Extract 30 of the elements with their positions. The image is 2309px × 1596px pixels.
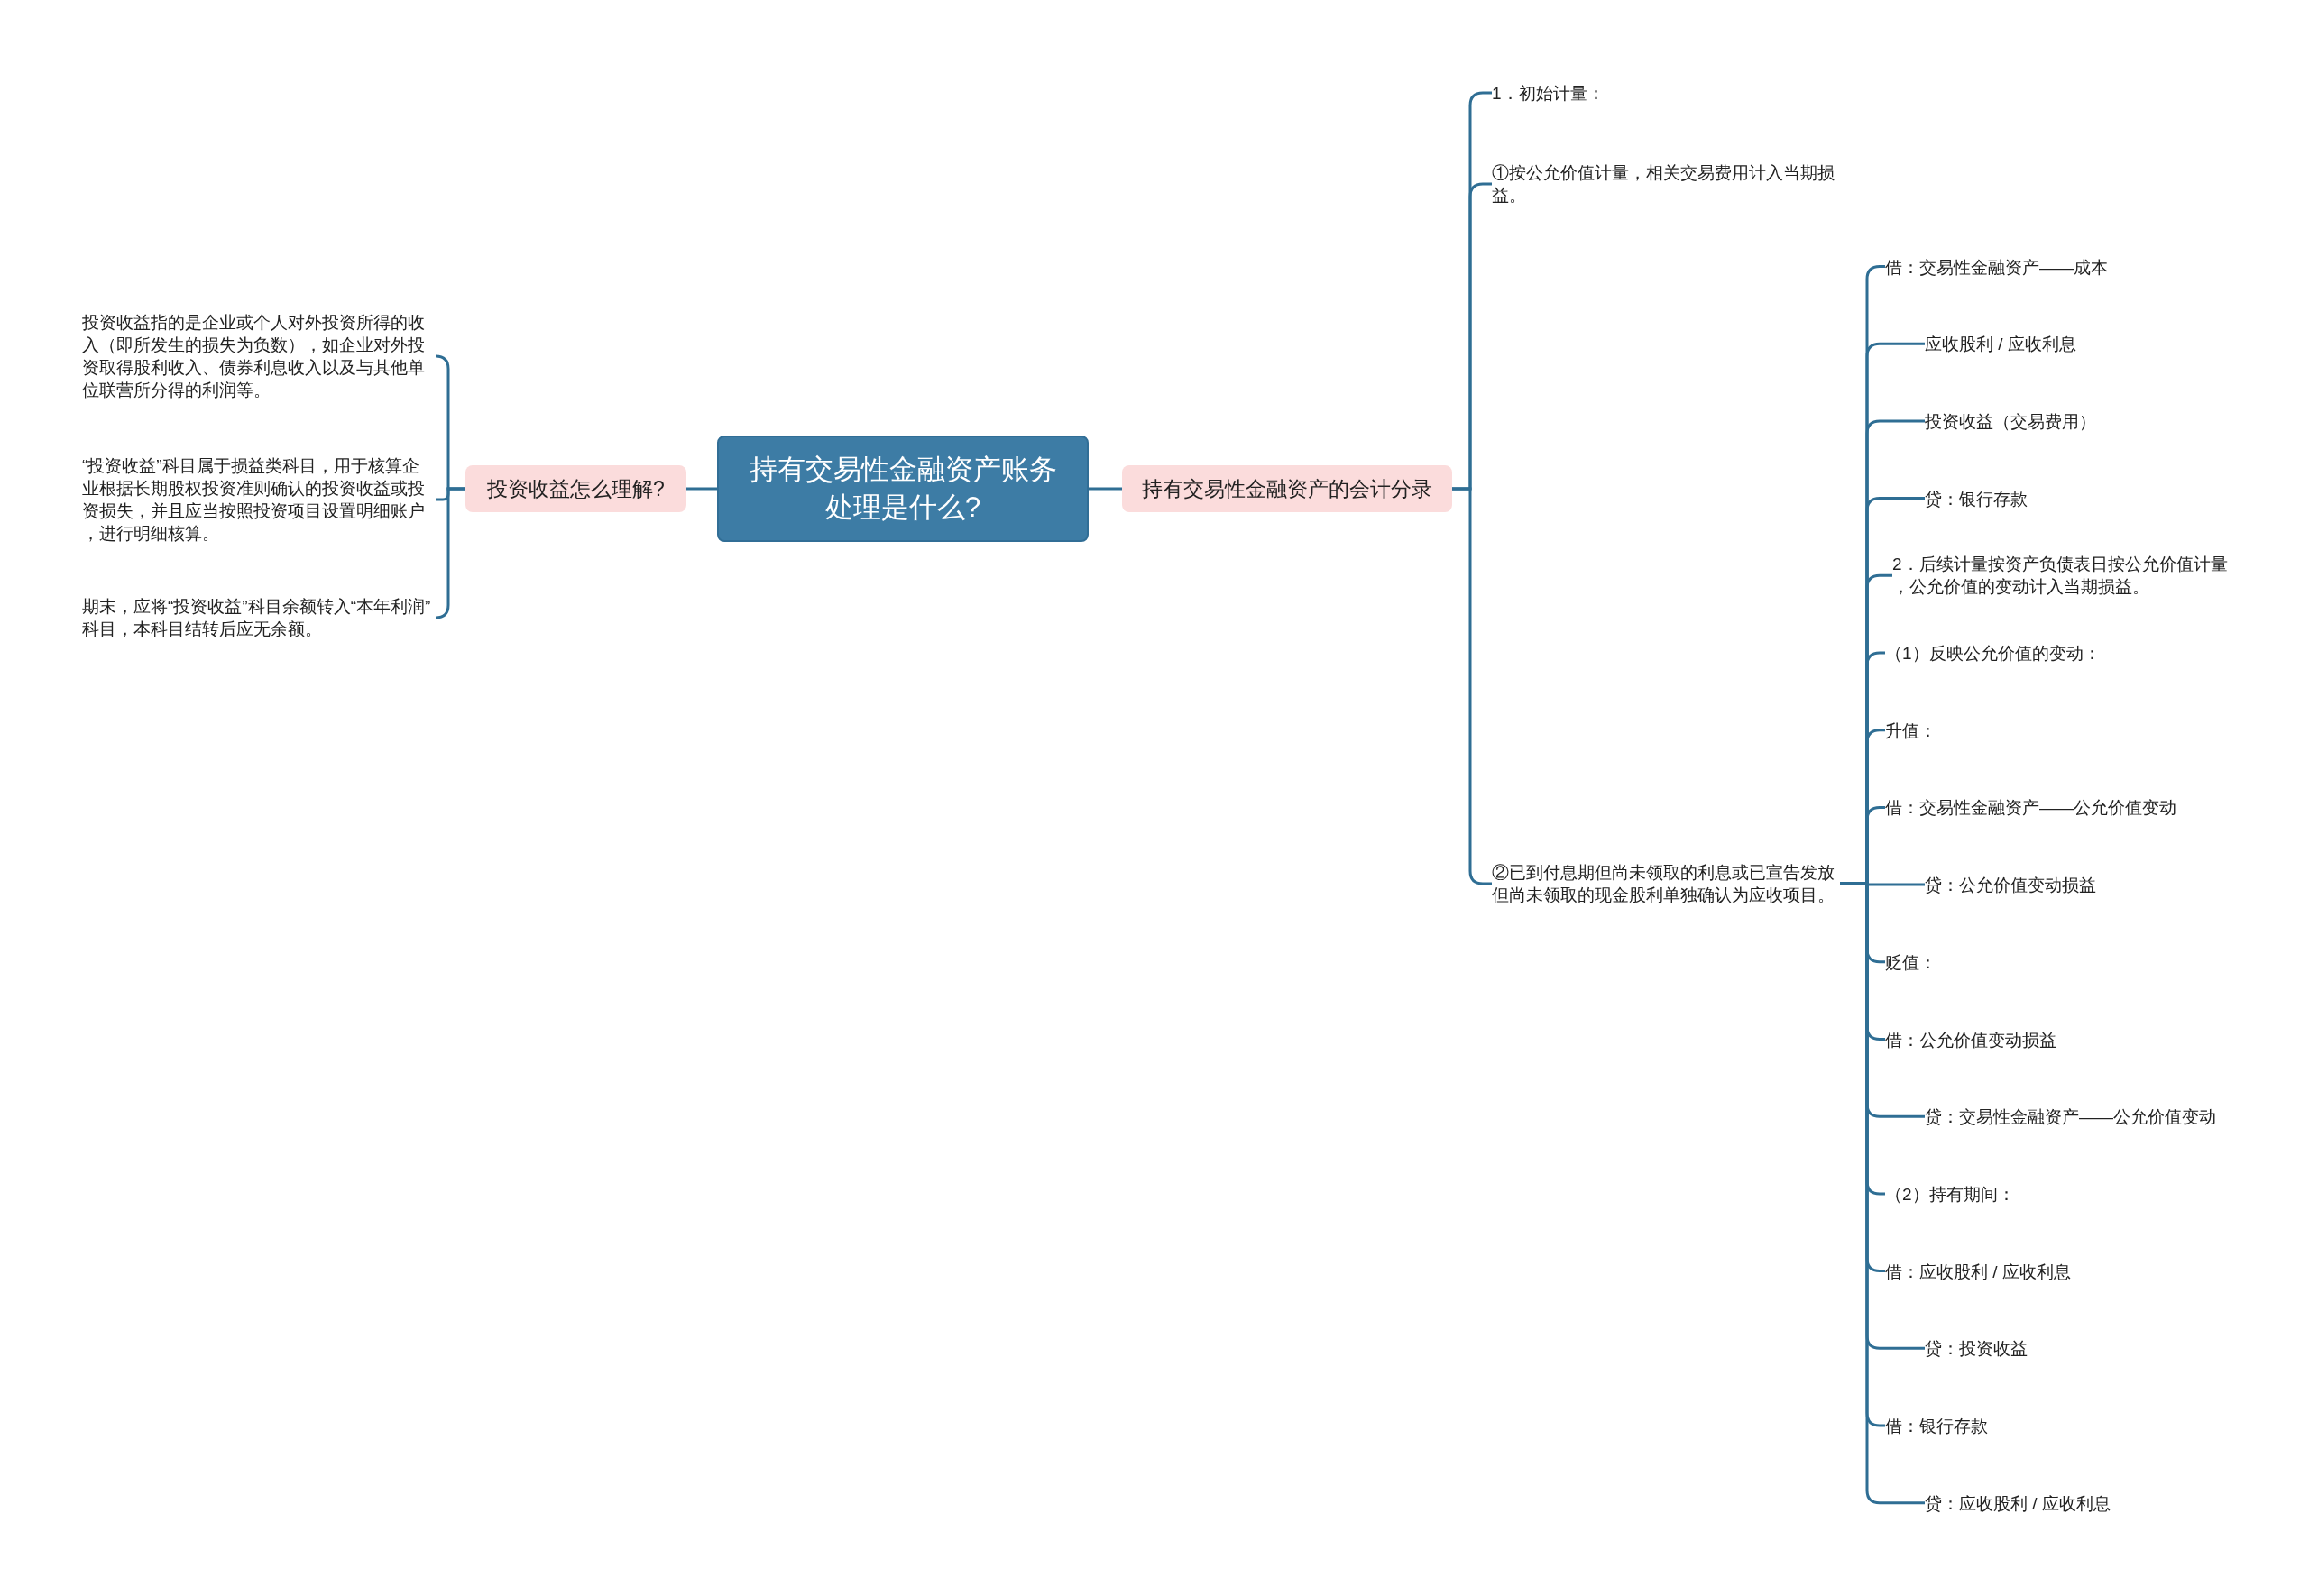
- branch-text: ①按公允价值计量，相关交易费用计入当期损益。: [1492, 161, 1840, 206]
- note-text: 投资收益指的是企业或个人对外投资所得的收入（即所发生的损失为负数），如企业对外投资取得股利收入、债券利息收入以及与其他单位联营所分得的利润等。: [82, 311, 436, 401]
- entry-text: 贷：公允价值变动损益: [1925, 873, 2096, 896]
- entry-text: 贷：投资收益: [1925, 1336, 2028, 1360]
- entry-text: 贬值：: [1885, 950, 1936, 974]
- connector-line: [686, 487, 717, 491]
- subtopic-box: 持有交易性金融资产的会计分录: [1122, 465, 1452, 512]
- entry-text: 借：交易性金融资产——公允价值变动: [1885, 795, 2176, 819]
- connector-line: [1089, 487, 1122, 491]
- entry-text: 升值：: [1885, 719, 1936, 742]
- entry-text: 借：公允价值变动损益: [1885, 1028, 2056, 1050]
- branch-text: 1．初始计量：: [1492, 81, 1605, 105]
- connector-line: [434, 487, 465, 619]
- subtopic-box: 投资收益怎么理解?: [465, 465, 686, 512]
- entry-text: （1）反映公允价值的变动：: [1885, 641, 2101, 665]
- entry-text: 借：银行存款: [1885, 1414, 1988, 1437]
- note-text: 期末，应将“投资收益”科目余额转入“本年利润”科目，本科目结转后应无余额。: [82, 595, 436, 640]
- entry-text: （2）持有期间：: [1885, 1182, 2015, 1206]
- entry-text: 贷：应收股利 / 应收利息: [1925, 1491, 2111, 1515]
- entry-text: 2．后续计量按资产负债表日按公允价值计量，公允价值的变动计入当期损益。: [1892, 553, 2240, 599]
- entry-text: 贷：银行存款: [1925, 487, 2028, 510]
- connector-line: [1840, 882, 1925, 1505]
- branch-text: ②已到付息期但尚未领取的利息或已宣告发放但尚未领取的现金股利单独确认为应收项目。: [1492, 861, 1840, 906]
- entry-text: 借：交易性金融资产——成本: [1885, 255, 2108, 278]
- note-text: “投资收益”科目属于损益类科目，用于核算企业根据长期股权投资准则确认的投资收益或投资损失，并且应当按照投资项目设置明细账户，进行明细核算。: [82, 454, 436, 545]
- entry-text: 投资收益（交易费用）: [1925, 409, 2096, 433]
- entry-text: 借：应收股利 / 应收利息: [1885, 1260, 2071, 1283]
- entry-text: 应收股利 / 应收利息: [1925, 332, 2076, 355]
- central-topic-box: 持有交易性金融资产账务处理是什么?: [717, 436, 1089, 542]
- entry-text: 贷：交易性金融资产——公允价值变动: [1925, 1105, 2216, 1128]
